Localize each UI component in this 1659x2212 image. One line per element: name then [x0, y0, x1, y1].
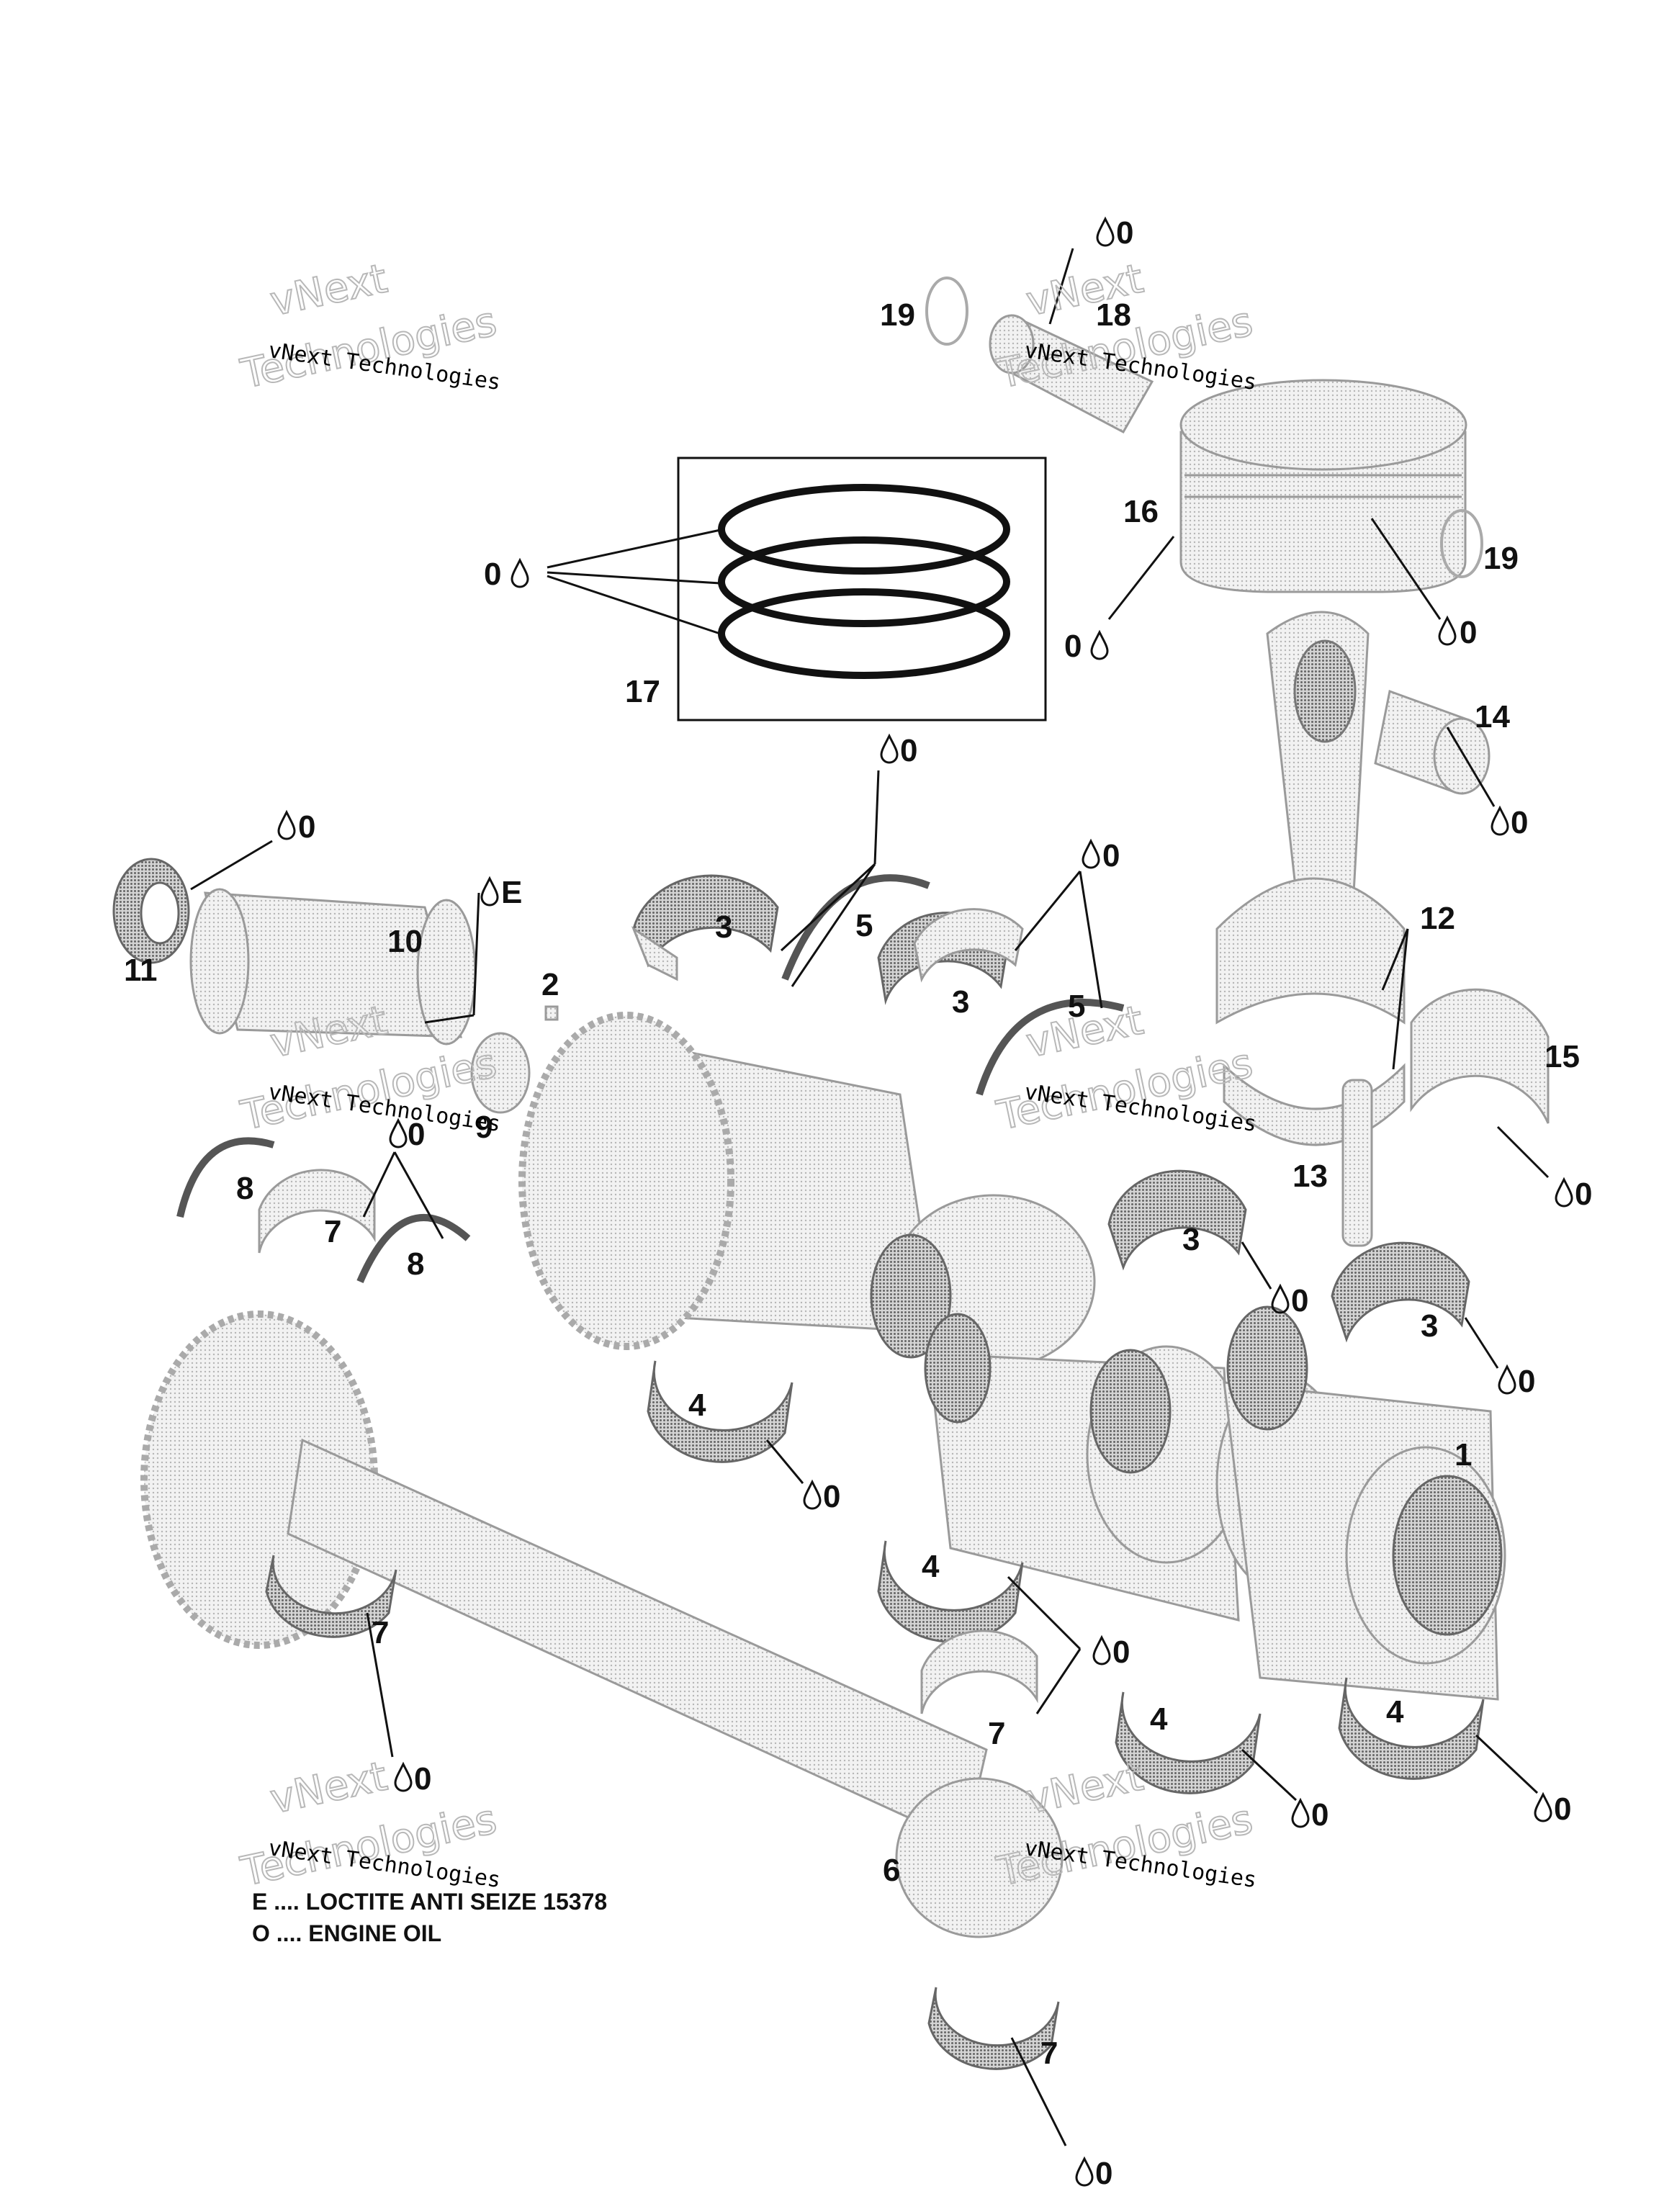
label-3b: 3 — [952, 984, 969, 1020]
bushing — [1374, 689, 1491, 795]
label-8b: 8 — [407, 1246, 424, 1282]
seize-code: E — [501, 875, 522, 910]
label-4b: 4 — [922, 1549, 940, 1584]
legend-seize: E .... LOCTITE ANTI SEIZE 15378 — [252, 1889, 607, 1915]
drop-icon — [1555, 1178, 1573, 1208]
label-12: 12 — [1420, 901, 1455, 936]
piston-pin — [989, 314, 1154, 434]
drop-icon — [1082, 840, 1100, 869]
svg-text:vNext: vNext — [266, 255, 392, 325]
drop-icon — [389, 1119, 408, 1148]
small-pin — [544, 1005, 559, 1021]
drop-icon — [1491, 806, 1509, 836]
drop-icon — [511, 559, 529, 588]
part-labels: 1 2 3 3 3 3 4 4 4 4 5 5 6 7 7 7 7 8 8 9 … — [124, 297, 1580, 2071]
label-8a: 8 — [236, 1171, 253, 1206]
oil-code: 0 — [1511, 805, 1528, 840]
oil-code: 0 — [1095, 2156, 1112, 2191]
oil-code: 0 — [1554, 1791, 1571, 1827]
label-6: 6 — [883, 1853, 900, 1888]
oil-code: 0 — [484, 557, 501, 592]
label-10: 10 — [387, 924, 423, 959]
label-19b: 19 — [1483, 541, 1519, 576]
label-3d: 3 — [1421, 1308, 1438, 1344]
oil-code: 0 — [1460, 615, 1477, 650]
bearing-shells — [176, 874, 1485, 2070]
label-1: 1 — [1455, 1437, 1472, 1473]
drop-icon — [1092, 1636, 1111, 1665]
label-7d: 7 — [1040, 2036, 1058, 2071]
drop-icon — [803, 1480, 822, 1510]
oil-code: 0 — [1291, 1283, 1308, 1318]
rod-bearing — [1410, 988, 1550, 1124]
drop-icon — [1090, 631, 1109, 660]
label-7b: 7 — [372, 1615, 389, 1650]
oil-code: 0 — [1311, 1797, 1328, 1833]
oil-code: 0 — [1064, 629, 1082, 664]
drop-icon — [880, 734, 899, 764]
leader-lines — [190, 248, 1550, 2146]
oil-code: 0 — [408, 1117, 425, 1152]
drop-icon — [1438, 616, 1457, 646]
oil-code: 0 — [900, 733, 917, 768]
oil-code: 0 — [414, 1761, 431, 1797]
label-5b: 5 — [1068, 989, 1085, 1024]
oil-code: 0 — [1575, 1177, 1592, 1212]
circlip-left — [925, 276, 968, 346]
balance-shaft — [140, 1310, 1064, 1938]
crank-gear — [518, 1012, 734, 1350]
drop-icon — [1498, 1365, 1516, 1395]
label-19a: 19 — [880, 297, 915, 333]
legend: E .... LOCTITE ANTI SEIZE 15378 O .... E… — [252, 1889, 607, 1946]
oil-code: 0 — [823, 1479, 840, 1514]
ring-set-box — [677, 457, 1047, 721]
label-2: 2 — [541, 967, 559, 1002]
piston — [1179, 379, 1467, 593]
nut — [470, 1032, 531, 1114]
drop-icon — [1096, 217, 1115, 247]
oil-code: 0 — [1112, 1635, 1130, 1670]
drop-icon — [394, 1763, 413, 1792]
drop-icon — [480, 877, 499, 907]
label-17: 17 — [625, 674, 660, 709]
oil-code: 0 — [1518, 1364, 1535, 1399]
oil-code: 0 — [298, 809, 315, 845]
label-9: 9 — [475, 1110, 493, 1145]
svg-text:vNext: vNext — [1022, 1753, 1148, 1823]
oil-code: 0 — [1102, 838, 1120, 873]
rod-bolt — [1341, 1079, 1373, 1247]
circlip-right — [1440, 509, 1483, 578]
lube-markers: 0 0 0 0 0 0 0 0 E 0 0 0 0 0 0 0 0 0 0 — [277, 215, 1592, 2191]
label-15: 15 — [1545, 1039, 1580, 1074]
drop-icon — [1075, 2157, 1094, 2187]
connecting-rod — [1215, 611, 1406, 1146]
svg-text:vNext: vNext — [266, 1753, 392, 1823]
label-16: 16 — [1123, 494, 1159, 529]
label-5a: 5 — [855, 908, 873, 943]
label-4c: 4 — [1150, 1701, 1168, 1737]
label-4a: 4 — [688, 1388, 706, 1423]
drop-icon — [1291, 1799, 1310, 1828]
label-7a: 7 — [324, 1214, 341, 1249]
label-11: 11 — [124, 953, 158, 988]
label-3c: 3 — [1182, 1222, 1200, 1257]
seal-ring — [112, 858, 190, 964]
legend-oil: O .... ENGINE OIL — [252, 1920, 441, 1946]
label-18: 18 — [1096, 297, 1131, 333]
drop-icon — [277, 811, 296, 840]
label-4d: 4 — [1386, 1694, 1404, 1730]
piston-rings — [718, 484, 1010, 679]
oil-code: 0 — [1116, 215, 1133, 251]
label-7c: 7 — [988, 1716, 1005, 1751]
spacer-sleeve — [189, 888, 477, 1046]
label-3a: 3 — [715, 909, 732, 945]
label-14: 14 — [1475, 699, 1510, 734]
label-13: 13 — [1292, 1159, 1328, 1194]
drop-icon — [1534, 1793, 1552, 1822]
